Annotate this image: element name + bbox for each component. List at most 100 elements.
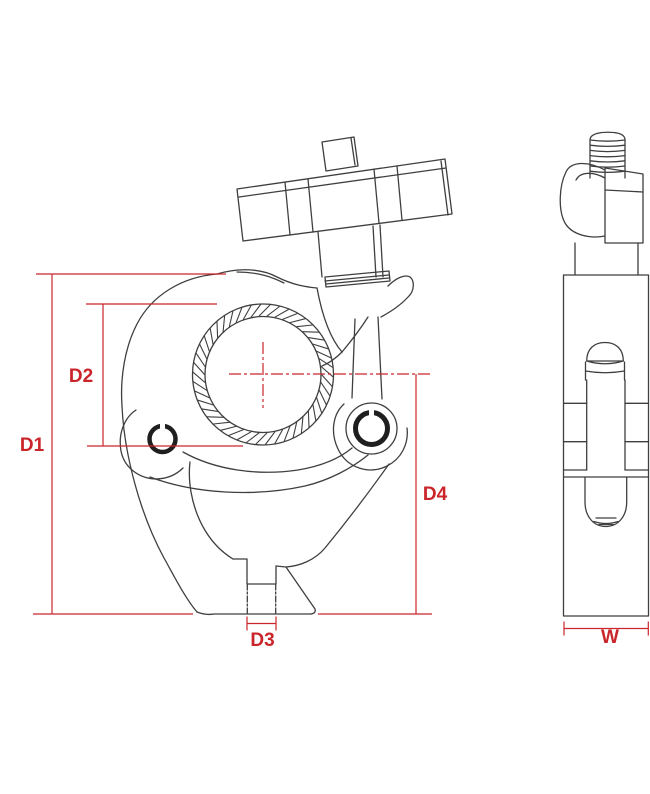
hatch-tick <box>318 358 334 368</box>
dimension-label-w: W <box>601 627 619 648</box>
pin-collar-sides <box>584 361 626 381</box>
hatch-tick <box>228 310 234 328</box>
wing-stem-right <box>379 224 384 278</box>
left-eye-ring <box>147 423 178 455</box>
wing-bar-outline <box>236 158 453 242</box>
hatch-tick <box>289 318 306 324</box>
hatch-tick <box>266 305 281 317</box>
foot-outline <box>196 558 316 616</box>
hatch-tick <box>194 390 210 399</box>
jaw-top-chamfer <box>236 271 285 284</box>
hook-right-edge <box>285 463 390 568</box>
left-eye-bolt-hole <box>147 423 178 455</box>
hatch-tick <box>274 308 290 318</box>
hatch-tick <box>312 343 329 350</box>
right-eye-ring <box>353 410 390 447</box>
body-outer-arc <box>120 273 218 613</box>
jaw-saddle-to-ring <box>321 351 343 367</box>
hatch-tick <box>320 381 331 397</box>
hatch-tick <box>199 343 208 360</box>
flange-hook-tip <box>380 275 414 318</box>
hatch-tick <box>300 416 304 434</box>
pin-tip-hatch <box>593 520 619 525</box>
thread-line <box>589 165 626 168</box>
thread-line <box>589 170 626 174</box>
hook-inner-curve <box>188 461 234 560</box>
hatch-tick <box>250 303 262 318</box>
wing-cap <box>321 136 359 172</box>
hatch-tick <box>228 429 244 437</box>
hatch-tick <box>193 362 206 376</box>
hatch-tick <box>320 365 334 378</box>
wing-bar-right-edge <box>440 160 449 216</box>
wing-stem-left <box>317 231 323 278</box>
hatch-tick <box>292 421 298 439</box>
jaw-slot-right <box>341 316 369 353</box>
wing-side-curl-inner <box>575 172 606 181</box>
right-eye-outer-circle <box>345 402 398 455</box>
hatch-tick <box>192 381 208 391</box>
hatch-tick <box>192 371 206 384</box>
threaded-stud <box>589 131 626 179</box>
wing-side-block <box>604 167 644 244</box>
pin-collar-line <box>584 370 626 374</box>
left-eye-notch <box>160 423 165 430</box>
pin-collar <box>586 360 624 365</box>
hatch-tick <box>235 307 243 324</box>
wing-nut <box>236 136 453 288</box>
hatch-tick <box>318 389 327 406</box>
neck-side <box>574 242 639 276</box>
thread-line <box>589 149 626 153</box>
front-view <box>119 136 453 616</box>
dimension-label-d2: D2 <box>69 366 93 387</box>
hatch-tick <box>242 304 252 320</box>
right-eye-bolt-hole <box>345 402 398 455</box>
hatch-tick <box>316 397 323 414</box>
hatch-tick <box>307 337 325 341</box>
swing-bolt-right <box>377 316 383 400</box>
clamp-body <box>119 269 414 616</box>
wing-bar-divider <box>284 181 291 236</box>
wing-bar-divider <box>396 165 403 221</box>
dimension-label-d3: D3 <box>250 630 274 651</box>
stud-outline <box>589 131 626 179</box>
hatch-tick <box>283 425 291 442</box>
hatch-tick <box>320 373 333 387</box>
hatch-tick <box>274 429 284 445</box>
dimension-label-d4: D4 <box>423 484 448 505</box>
bore-hatching <box>192 303 334 446</box>
hatch-tick <box>302 331 320 333</box>
dimension-annotations: D1 D2 D3 D4 W <box>20 273 649 651</box>
wing-cap-edge <box>350 137 356 166</box>
hatch-tick <box>312 404 317 422</box>
hatch-tick <box>216 321 219 339</box>
hatch-tick <box>195 352 206 368</box>
slot-walls <box>586 379 626 471</box>
swing-bolt-left <box>351 318 356 399</box>
hatch-tick <box>282 312 298 320</box>
dimension-label-d1: D1 <box>20 435 45 456</box>
stem-washer-line <box>324 274 390 282</box>
hatch-tick <box>296 324 314 328</box>
left-eye-boss <box>119 409 184 480</box>
thread-line <box>589 154 626 158</box>
wing-bar-divider <box>373 168 380 224</box>
hatch-tick <box>201 408 219 412</box>
wing-bar-divider <box>307 178 314 233</box>
bore-outer-circle <box>191 303 335 446</box>
thread-line <box>589 144 626 148</box>
hatch-tick <box>316 350 332 359</box>
hatch-tick <box>255 432 268 445</box>
wing-stem-inner <box>372 225 377 278</box>
hatch-tick <box>236 431 252 441</box>
hatch-tick <box>245 432 260 444</box>
wing-side-block-line <box>604 189 644 193</box>
right-boss-outline <box>332 403 408 471</box>
thread-line <box>589 139 626 142</box>
pin-dome <box>586 341 624 362</box>
stud-threads <box>589 139 626 174</box>
slot-rounded-bottom <box>584 476 628 528</box>
bridge-upper-curve <box>182 447 353 473</box>
